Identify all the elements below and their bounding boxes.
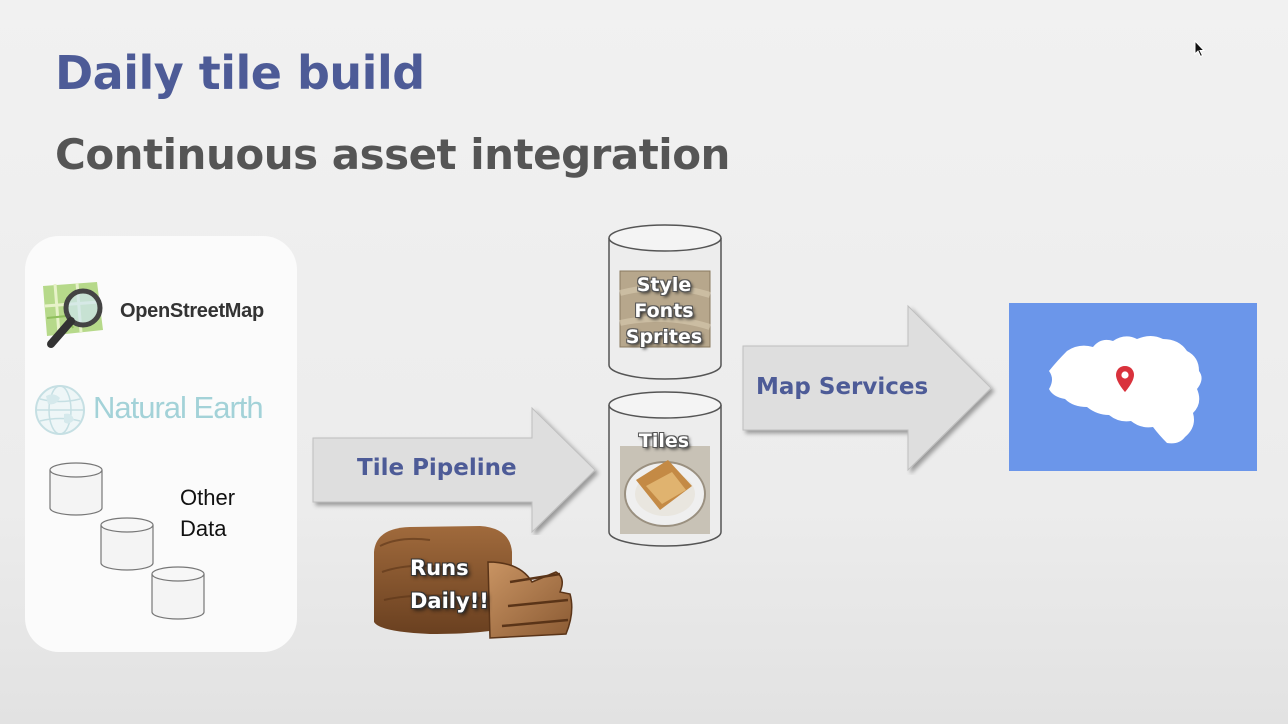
- map-services-label: Map Services: [756, 374, 929, 400]
- map-pin-icon: [1116, 366, 1134, 392]
- assets-label: Style Fonts Sprites: [619, 272, 709, 350]
- database-icon: [49, 462, 103, 516]
- tile-pipeline-arrow: [312, 406, 596, 534]
- osm-label: OpenStreetMap: [120, 300, 264, 322]
- assets-fonts-text: Fonts: [634, 300, 694, 322]
- tiles-database-icon: [608, 391, 722, 547]
- natural-earth-label: Natural Earth: [93, 390, 264, 425]
- slide-title: Daily tile build: [55, 46, 425, 100]
- database-icon: [151, 566, 205, 620]
- tile-pipeline-label: Tile Pipeline: [357, 455, 517, 481]
- osm-magnifier-icon: [43, 282, 103, 348]
- cursor-icon: [1194, 40, 1206, 58]
- globe-icon: [35, 385, 85, 435]
- map-output-panel: [1009, 303, 1257, 471]
- data-sources-panel: OpenStreetMap Natural Earth Other Data: [25, 236, 297, 652]
- assets-sprites-text: Sprites: [625, 326, 703, 348]
- tiles-label: Tiles: [638, 430, 690, 452]
- other-data-database-icons: [49, 462, 205, 620]
- assets-style-text: Style: [636, 274, 692, 296]
- bread-loaf-image: [374, 526, 573, 639]
- slide-subtitle: Continuous asset integration: [55, 130, 730, 179]
- database-icon: [100, 517, 154, 571]
- other-data-label: Other Data: [180, 485, 236, 541]
- assets-database-icon: [608, 224, 722, 380]
- runs-daily-text: Runs Daily!!: [410, 556, 489, 613]
- bread-label: Runs Daily!!: [410, 552, 489, 618]
- map-services-arrow: [742, 304, 992, 472]
